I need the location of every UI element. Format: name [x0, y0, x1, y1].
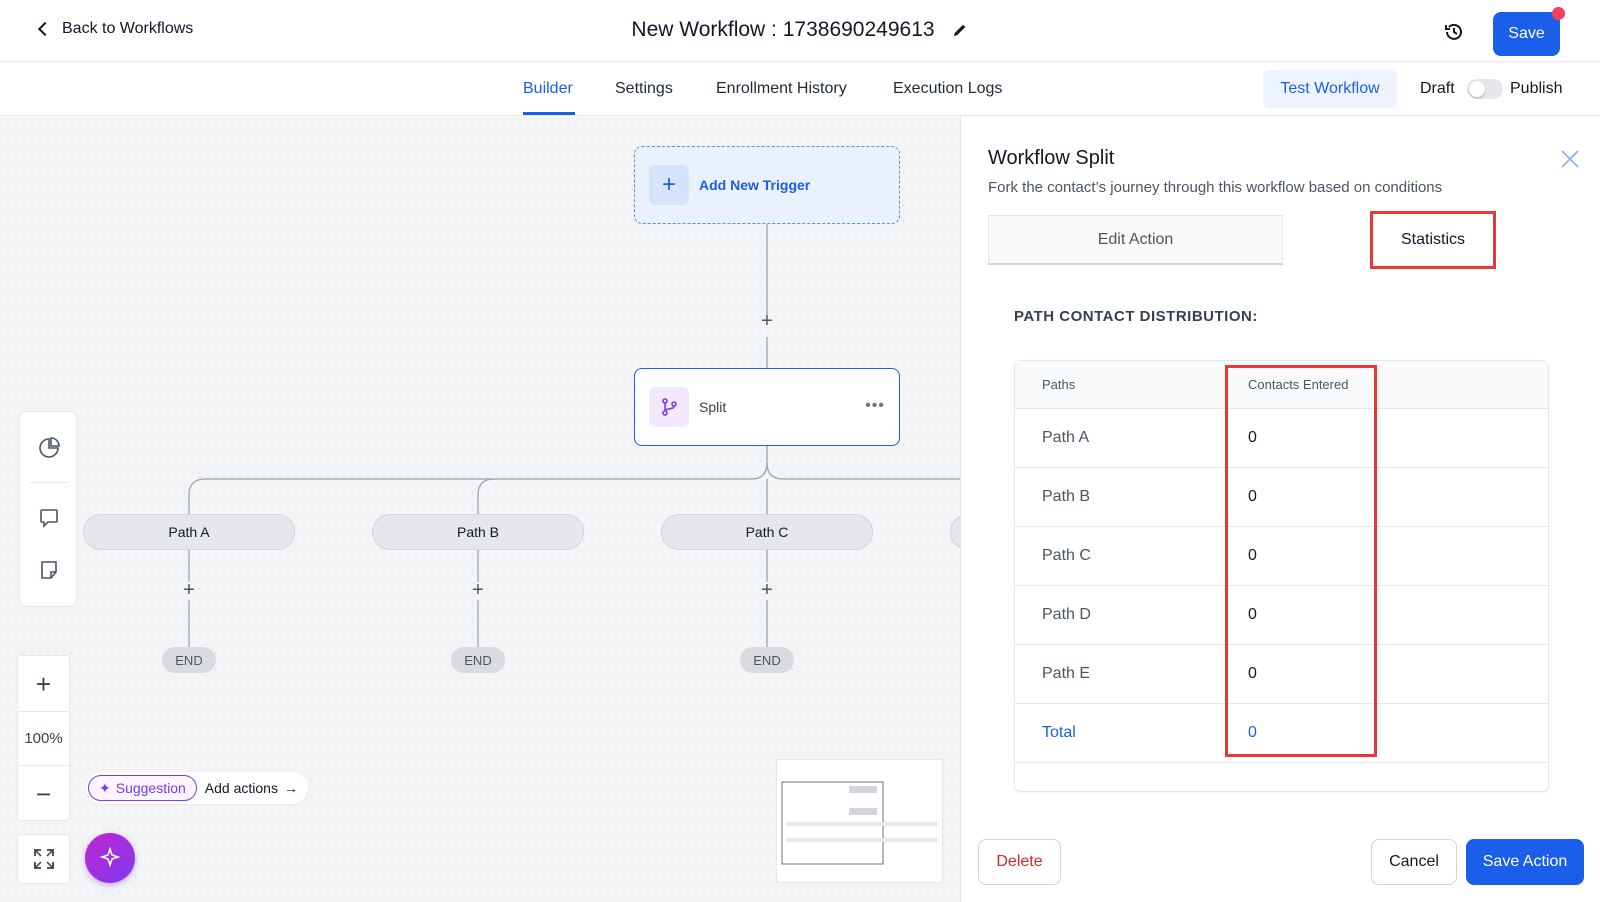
tab-builder[interactable]: Builder	[523, 80, 573, 97]
path-name: Path A	[1042, 429, 1090, 446]
add-step-plus-icon[interactable]: +	[761, 310, 773, 332]
split-label: Split	[699, 399, 727, 415]
back-label: Back to Workflows	[62, 20, 194, 37]
panel-subtitle: Fork the contact’s journey through this …	[988, 179, 1443, 196]
publish-toggle[interactable]	[1467, 79, 1503, 99]
save-action-button[interactable]: Save Action	[1466, 839, 1584, 885]
test-workflow-button[interactable]: Test Workflow	[1263, 70, 1397, 108]
minimap[interactable]	[776, 759, 943, 883]
add-actions-link[interactable]: Add actions →	[205, 780, 298, 796]
path-node-b[interactable]: Path B	[372, 514, 584, 550]
end-node: END	[740, 647, 794, 673]
contacts-entered-value: 0	[1248, 547, 1257, 564]
end-node: END	[162, 647, 216, 673]
total-label: Total	[1042, 724, 1076, 741]
back-to-workflows-link[interactable]: Back to Workflows	[37, 20, 194, 38]
workflow-canvas[interactable]: + + Add New Trigger Split ••• Path A Pat…	[0, 117, 960, 902]
pie-chart-icon[interactable]	[37, 436, 61, 460]
trigger-label: Add New Trigger	[699, 177, 811, 193]
table-header: Paths Contacts Entered	[1015, 361, 1548, 409]
panel-title: Workflow Split	[988, 147, 1115, 169]
sticky-note-icon[interactable]	[37, 558, 61, 582]
add-actions-label: Add actions	[204, 780, 278, 796]
path-name: Path D	[1042, 606, 1091, 623]
fit-to-screen-button[interactable]	[17, 834, 70, 884]
contacts-entered-value: 0	[1248, 606, 1257, 623]
zoom-out-button[interactable]: −	[35, 778, 52, 809]
suggestion-bar[interactable]: ✦ Suggestion Add actions →	[86, 772, 308, 804]
toggle-knob	[1469, 81, 1485, 97]
path-name: Path C	[1042, 547, 1091, 564]
tab-statistics[interactable]: Statistics	[1370, 211, 1496, 269]
draft-label: Draft	[1420, 80, 1455, 97]
cancel-button[interactable]: Cancel	[1371, 839, 1457, 885]
tab-edit-action[interactable]: Edit Action	[988, 215, 1283, 265]
table-row: Path B 0	[1015, 468, 1548, 527]
more-options-icon[interactable]: •••	[865, 397, 885, 414]
table-total-row: Total 0	[1015, 704, 1548, 763]
tab-execution-logs[interactable]: Execution Logs	[893, 80, 1003, 97]
minimap-preview	[781, 781, 937, 865]
tab-bar: Builder Settings Enrollment History Exec…	[0, 62, 1600, 116]
unsaved-indicator-dot	[1552, 7, 1565, 20]
path-name: Path E	[1042, 665, 1091, 682]
path-distribution-table: Paths Contacts Entered Path A 0 Path B 0…	[1014, 360, 1549, 792]
tool-separator	[30, 482, 68, 483]
split-node[interactable]: Split •••	[634, 368, 900, 446]
path-name: Path B	[1042, 488, 1091, 505]
zoom-controls: + 100% −	[17, 655, 70, 821]
table-row: Path D 0	[1015, 586, 1548, 645]
chevron-left-icon	[37, 21, 53, 37]
column-header-paths: Paths	[1042, 377, 1076, 392]
canvas-tool-panel	[19, 411, 77, 607]
history-icon[interactable]	[1442, 20, 1466, 44]
top-bar: Back to Workflows New Workflow : 1738690…	[0, 0, 1600, 62]
tab-settings[interactable]: Settings	[615, 80, 673, 97]
expand-icon	[33, 849, 54, 869]
plus-icon: +	[649, 165, 689, 205]
active-tab-underline	[523, 112, 575, 115]
add-new-trigger-node[interactable]: + Add New Trigger	[634, 146, 900, 224]
sparkle-icon	[99, 847, 121, 868]
table-row: Path E 0	[1015, 645, 1548, 704]
table-row: Path A 0	[1015, 409, 1548, 468]
comment-icon[interactable]	[37, 506, 61, 530]
workflow-split-panel: Workflow Split Fork the contact’s journe…	[960, 117, 1600, 902]
suggestion-badge: ✦ Suggestion	[88, 775, 197, 801]
tab-enrollment-history[interactable]: Enrollment History	[716, 80, 847, 97]
sparkle-icon: ✦	[99, 779, 111, 796]
publish-label: Publish	[1510, 80, 1563, 97]
total-value: 0	[1248, 724, 1257, 741]
table-row: Path C 0	[1015, 527, 1548, 586]
add-step-plus-icon[interactable]: +	[761, 579, 773, 601]
workflow-title-container: New Workflow : 1738690249613	[0, 18, 1600, 42]
arrow-right-icon: →	[283, 780, 298, 796]
add-step-plus-icon[interactable]: +	[183, 579, 195, 601]
end-node: END	[451, 647, 505, 673]
pencil-icon[interactable]	[951, 21, 969, 39]
zoom-level: 100%	[18, 711, 69, 766]
zoom-in-button[interactable]: +	[35, 668, 52, 699]
contacts-entered-value: 0	[1248, 665, 1257, 682]
contacts-entered-value: 0	[1248, 488, 1257, 505]
ai-assistant-button[interactable]	[85, 833, 135, 883]
workflow-title: New Workflow : 1738690249613	[631, 18, 935, 41]
split-branch-icon	[649, 387, 689, 427]
path-node-c[interactable]: Path C	[661, 514, 873, 550]
close-icon[interactable]	[1559, 148, 1581, 170]
delete-button[interactable]: Delete	[978, 839, 1061, 885]
add-step-plus-icon[interactable]: +	[472, 579, 484, 601]
column-header-contacts-entered: Contacts Entered	[1248, 377, 1349, 392]
save-button[interactable]: Save	[1493, 12, 1560, 56]
distribution-heading: PATH CONTACT DISTRIBUTION:	[1014, 308, 1258, 325]
contacts-entered-value: 0	[1248, 429, 1257, 446]
connector-lines	[188, 224, 960, 647]
path-node-a[interactable]: Path A	[83, 514, 295, 550]
suggestion-label: Suggestion	[115, 780, 186, 796]
